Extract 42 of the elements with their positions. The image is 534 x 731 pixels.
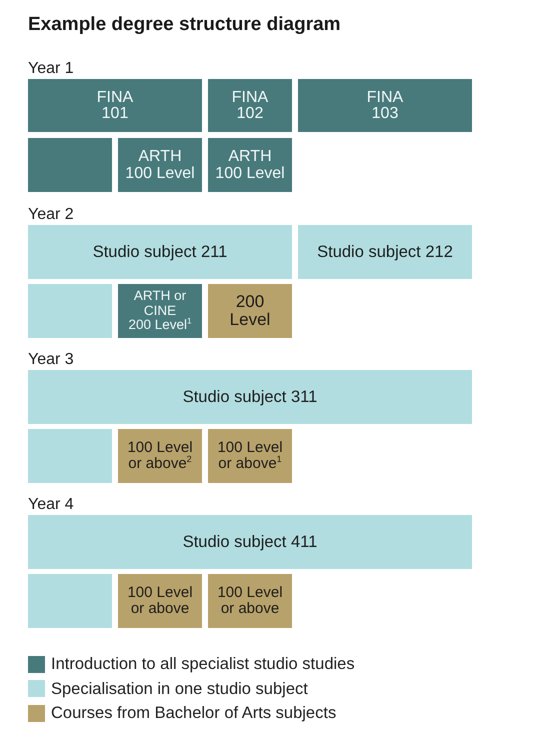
course-block xyxy=(28,79,202,132)
course-block xyxy=(118,574,202,628)
course-label: FINA 102 xyxy=(230,90,270,122)
course-label: Studio subject 411 xyxy=(182,532,318,552)
course-block xyxy=(208,429,292,483)
diagram-title: Example degree structure diagram xyxy=(28,13,341,37)
course-label: Studio subject 211 xyxy=(92,242,228,262)
year-heading: Year 4 xyxy=(28,494,74,515)
course-label: 100 Level or above xyxy=(126,585,194,617)
course-block xyxy=(298,79,472,132)
course-label: Studio subject 311 xyxy=(182,387,318,407)
course-label: FINA 103 xyxy=(366,90,404,122)
course-block xyxy=(208,79,292,132)
course-label: 100 Level or above xyxy=(216,585,284,617)
legend-label: Specialisation in one studio subject xyxy=(51,680,308,698)
course-block xyxy=(118,429,202,483)
course-block xyxy=(28,370,472,424)
year-heading: Year 2 xyxy=(28,204,74,225)
course-label: FINA 101 xyxy=(96,90,134,122)
course-block xyxy=(28,515,472,569)
course-label: ARTH or CINE 200 Level$^{1}$ xyxy=(127,289,193,333)
course-block xyxy=(118,284,202,338)
course-block xyxy=(298,225,472,279)
legend-label: Introduction to all specialist studio studies xyxy=(51,655,355,673)
course-block xyxy=(28,284,112,338)
legend-label: Courses from Bachelor of Arts subjects xyxy=(51,704,336,722)
course-label: Studio subject 212 xyxy=(317,242,453,262)
year-heading: Year 1 xyxy=(28,58,74,79)
course-block xyxy=(208,574,292,628)
course-block xyxy=(28,429,112,483)
course-block xyxy=(208,138,292,192)
course-block xyxy=(208,284,292,338)
year-heading: Year 3 xyxy=(28,350,74,370)
course-block xyxy=(28,138,112,192)
course-block xyxy=(28,225,292,279)
course-block xyxy=(118,138,202,192)
course-label: 100 Level or above$^{2}$ xyxy=(126,440,194,472)
course-label: 100 Level or above$^{1}$ xyxy=(216,440,284,472)
course-block xyxy=(28,574,112,628)
course-label: ARTH 100 Level xyxy=(124,148,196,182)
course-label: 200 Level xyxy=(228,293,272,329)
course-label: ARTH 100 Level xyxy=(214,148,286,182)
